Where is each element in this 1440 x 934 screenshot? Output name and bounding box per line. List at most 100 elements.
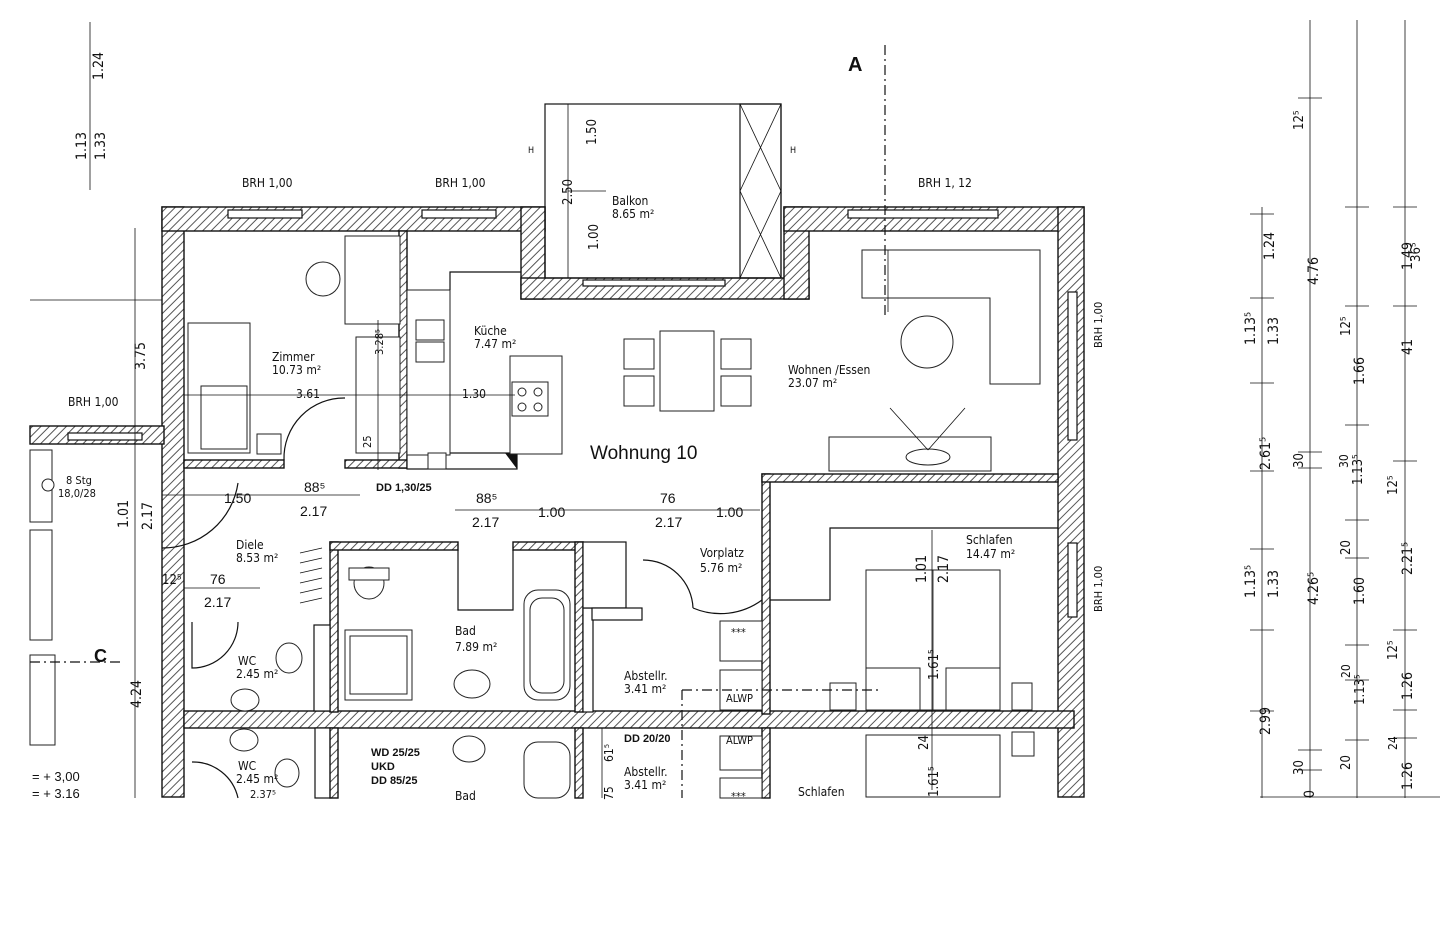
wall-bad-top-a bbox=[329, 541, 459, 551]
dim-r1-299: 2.99 bbox=[1258, 707, 1274, 735]
room-wohnen-area: 23.07 m² bbox=[788, 376, 837, 390]
kueche-counter bbox=[406, 289, 451, 456]
annotation-dd-85: DD 85/25 bbox=[371, 775, 417, 787]
annotation-h-right: H bbox=[790, 146, 796, 156]
apartment-title: Wohnung 10 bbox=[590, 443, 697, 464]
room-diele-area: 8.53 m² bbox=[236, 551, 278, 565]
diele-wardrobe-hooks bbox=[299, 547, 323, 604]
window-schlafen-right bbox=[1067, 542, 1078, 618]
dim-m-100b: 1.00 bbox=[716, 504, 743, 520]
dim-d-217: 2.17 bbox=[300, 503, 327, 519]
brh-right-upper: BRH 1,00 bbox=[1092, 302, 1105, 348]
room-vorplatz-name: Vorplatz bbox=[700, 546, 744, 560]
dim-m-100: 1.00 bbox=[538, 504, 565, 520]
kueche-sink-1 bbox=[415, 319, 445, 341]
schlafen-dresser bbox=[829, 682, 857, 711]
kueche-corner-mark bbox=[505, 453, 517, 469]
dim-r1-125: 12⁵ bbox=[1292, 110, 1307, 130]
dim-m-217: 2.17 bbox=[472, 514, 499, 530]
dim-m-76: 76 bbox=[660, 490, 676, 506]
stair-marker bbox=[41, 478, 55, 492]
dim-ticks bbox=[1250, 97, 1417, 771]
lower-wc-door bbox=[191, 761, 239, 799]
dim-r3-1135b: 1.13⁵ bbox=[1353, 674, 1368, 705]
annotation-alwp: ALWP bbox=[726, 692, 753, 705]
dim-d-150: 1.50 bbox=[224, 490, 251, 506]
hob-ring-2 bbox=[533, 387, 543, 397]
tv-angle-1 bbox=[889, 407, 929, 451]
wall-left bbox=[161, 206, 185, 798]
window-kueche bbox=[421, 209, 497, 219]
room-zimmer-area: 10.73 m² bbox=[272, 363, 321, 377]
room-wc-area: 2.45 m² bbox=[236, 667, 278, 681]
dim-l-125: 12⁵ bbox=[162, 573, 182, 588]
wc-sink bbox=[230, 688, 260, 712]
dimension-labels: 1.24 1.13 1.33 1.50 2.50 1.00 3.75 3.28⁵… bbox=[74, 52, 1424, 801]
dim-r5-365: 36⁵ bbox=[1409, 242, 1424, 262]
wall-zimmer-bottom-a bbox=[183, 459, 285, 469]
vorplatz-door-swing-2 bbox=[692, 599, 763, 615]
brh-left: BRH 1,00 bbox=[68, 395, 119, 409]
room-wc-lower-area: 2.45 m² bbox=[236, 772, 278, 786]
dim-r1-2615: 2.61⁵ bbox=[1258, 437, 1274, 470]
room-diele-name: Diele bbox=[236, 538, 264, 552]
lower-boiler bbox=[719, 777, 763, 799]
bad-shower-tray bbox=[349, 635, 408, 695]
room-kueche-area: 7.47 m² bbox=[474, 337, 516, 351]
zimmer-desk bbox=[200, 385, 248, 450]
dim-l-76: 76 bbox=[210, 571, 226, 587]
schlafen-nightstand-2 bbox=[945, 667, 1001, 711]
room-bad-name: Bad bbox=[455, 624, 476, 638]
diele-door-swing bbox=[161, 482, 239, 549]
wc-toilet bbox=[275, 642, 303, 674]
wohnen-sofa bbox=[861, 249, 1041, 385]
balkon bbox=[544, 103, 782, 279]
dining-chair-2 bbox=[623, 375, 655, 407]
dim-s-1615b: 1.61⁵ bbox=[927, 766, 942, 797]
dim-s-1615: 1.61⁵ bbox=[927, 649, 942, 680]
vorplatz-door-swing-1 bbox=[642, 559, 694, 609]
dim-s-24: 24 bbox=[917, 735, 932, 750]
dim-k-130: 1.30 bbox=[462, 387, 486, 401]
wc-door-swing bbox=[191, 621, 239, 669]
annotation-dd-130: DD 1,30/25 bbox=[376, 482, 432, 494]
brh-right-lower: BRH 1,00 bbox=[1092, 566, 1105, 612]
balkon-planter-x2 bbox=[739, 103, 782, 192]
dim-r4-24: 24 bbox=[1386, 736, 1400, 750]
annotation-ukd: UKD bbox=[371, 761, 395, 773]
interior-walls bbox=[183, 230, 1059, 799]
dining-chair-4 bbox=[720, 375, 752, 407]
dim-top-124: 1.24 bbox=[91, 52, 107, 80]
window-wohnen bbox=[847, 209, 999, 219]
room-vorplatz-area: 5.76 m² bbox=[700, 561, 742, 575]
dim-r4-126: 1.26 bbox=[1400, 672, 1416, 700]
dim-r2-476: 4.76 bbox=[1306, 257, 1322, 285]
room-bad-lower-name: Bad bbox=[455, 789, 476, 803]
schlafen-wardrobe-line bbox=[770, 527, 1058, 601]
dim-r3-125: 12⁵ bbox=[1339, 316, 1354, 336]
stair-lower bbox=[29, 654, 56, 746]
room-bad-area: 7.89 m² bbox=[455, 640, 497, 654]
dim-m-217b: 2.17 bbox=[655, 514, 682, 530]
dim-a-615: 61⁵ bbox=[602, 744, 616, 762]
dim-r3-160: 1.60 bbox=[1352, 577, 1368, 605]
wohnen-coffee-table bbox=[900, 315, 954, 369]
room-balkon-name: Balkon bbox=[612, 194, 648, 208]
room-abstell-name: Abstellr. bbox=[624, 669, 668, 683]
dining-chair-1 bbox=[623, 338, 655, 370]
dimension-lines bbox=[89, 20, 1440, 798]
wall-mid-slab bbox=[183, 710, 1075, 729]
lower-wc-toilet bbox=[274, 758, 300, 788]
room-wc-name: WC bbox=[238, 654, 256, 668]
wall-bad-right bbox=[574, 541, 584, 713]
annotation-wd: WD 25/25 bbox=[371, 747, 420, 759]
dim-balk-250: 2.50 bbox=[561, 179, 576, 205]
wall-bad-top-b bbox=[512, 541, 584, 551]
dim-l-217: 2.17 bbox=[140, 502, 156, 530]
lower-bad-sink bbox=[452, 735, 486, 763]
wall-lower-schlafen-left bbox=[761, 727, 771, 799]
dim-r2-30: 30 bbox=[1292, 453, 1307, 468]
brh-wohnen: BRH 1, 12 bbox=[918, 176, 972, 190]
room-zimmer-name: Zimmer bbox=[272, 350, 315, 364]
